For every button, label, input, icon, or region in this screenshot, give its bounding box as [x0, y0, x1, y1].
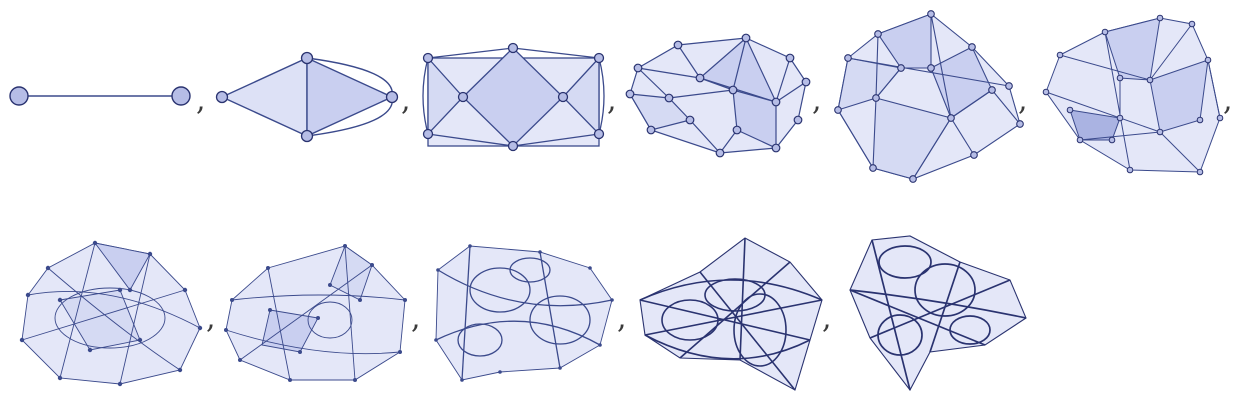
graph-7: [19, 240, 203, 387]
comma-1: ,: [196, 83, 206, 118]
graph-10: [639, 237, 823, 391]
graph-6: [1042, 14, 1224, 176]
comma-4: ,: [812, 83, 822, 118]
graph-8: [224, 244, 407, 382]
comma-2: ,: [401, 83, 411, 118]
comma-8: ,: [411, 301, 421, 336]
comma-10: ,: [822, 301, 832, 336]
graph-3: [422, 42, 605, 152]
graph-11: [849, 235, 1027, 392]
graph-1: [9, 86, 191, 106]
graph-9: [434, 244, 614, 382]
comma-6: ,: [1223, 83, 1233, 118]
graph-5: [834, 10, 1024, 183]
comma-9: ,: [617, 301, 627, 336]
comma-7: ,: [206, 301, 216, 336]
graph-4: [625, 33, 811, 158]
graph-2: [215, 51, 399, 143]
comma-3: ,: [607, 83, 617, 118]
comma-5: ,: [1018, 83, 1028, 118]
